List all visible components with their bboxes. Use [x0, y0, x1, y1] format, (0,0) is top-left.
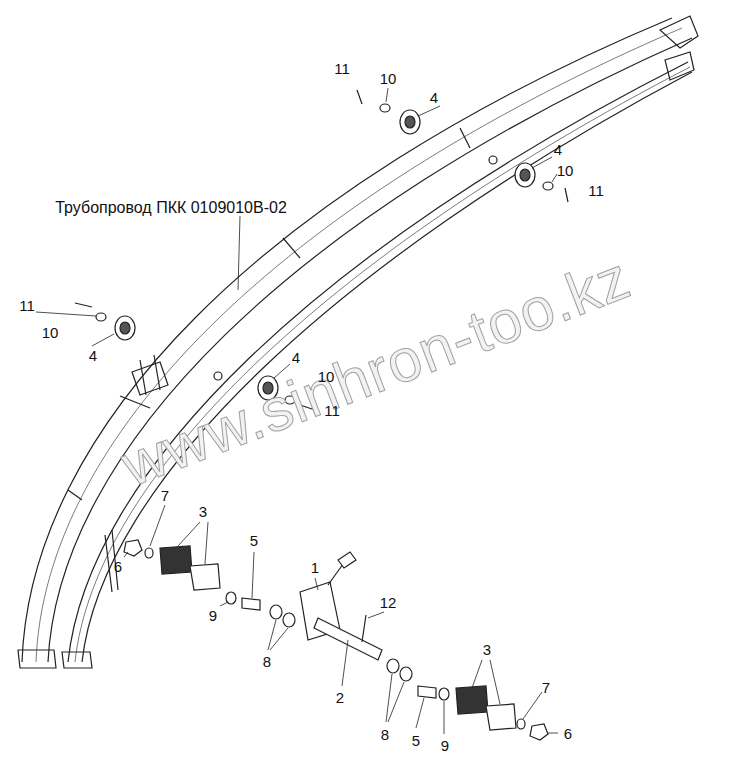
callout-number: 11	[334, 61, 350, 76]
callout-number: 1	[311, 560, 319, 575]
callout-number: 5	[250, 533, 258, 548]
watermark: www.sinhron-too.kz	[114, 248, 638, 497]
callout-number: 10	[42, 325, 59, 340]
callout-number: 6	[114, 559, 122, 574]
callout-number: 7	[542, 680, 550, 695]
part-name: Трубопровод ПКК 0109010В-02	[55, 200, 287, 216]
callout-number: 3	[199, 504, 207, 519]
callout-number: 4	[292, 350, 300, 365]
callout-number: 4	[89, 348, 97, 363]
callout-number: 8	[381, 727, 389, 742]
callout-number: 10	[380, 71, 397, 86]
callout-number: 11	[324, 403, 340, 418]
callout-number: 3	[483, 642, 491, 657]
callout-number: 4	[430, 90, 438, 105]
callout-number: 7	[161, 488, 169, 503]
callout-number: 11	[588, 183, 604, 198]
callout-number: 11	[19, 298, 35, 313]
callout-number: 4	[554, 142, 562, 157]
callout-number: 5	[412, 733, 420, 748]
callout-number: 6	[564, 726, 572, 741]
callout-number: 9	[441, 738, 449, 753]
callout-number: 9	[209, 608, 217, 623]
callout-number: 10	[318, 369, 335, 384]
callout-number: 12	[380, 595, 397, 610]
callout-number: 2	[336, 690, 344, 705]
callout-number: 8	[263, 654, 271, 669]
callout-number: 10	[557, 163, 574, 178]
